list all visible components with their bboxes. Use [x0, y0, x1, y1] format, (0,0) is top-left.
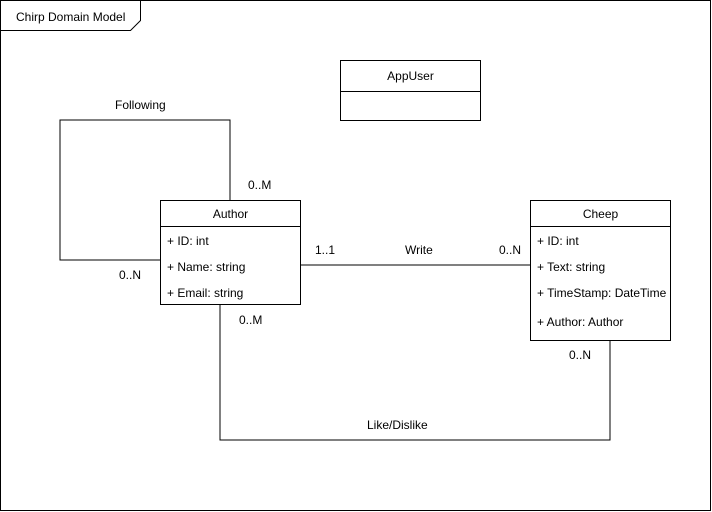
like-dislike-label: Like/Dislike: [367, 418, 428, 432]
author-class-name: Author: [161, 201, 300, 227]
appuser-class-name: AppUser: [341, 61, 480, 92]
write-multiplicity-cheep: 0..N: [499, 243, 522, 257]
cheep-attr-id: + ID: int: [537, 234, 579, 248]
frame-title: Chirp Domain Model: [16, 10, 126, 24]
cheep-attr-author: + Author: Author: [537, 315, 624, 329]
following-multiplicity-top: 0..M: [248, 178, 272, 192]
write-label: Write: [405, 243, 433, 257]
following-multiplicity-left: 0..N: [119, 268, 142, 282]
author-class-box[interactable]: Author + ID: int + Name: string + Email:…: [160, 200, 301, 305]
author-attr-id: + ID: int: [167, 234, 209, 248]
appuser-class-box[interactable]: AppUser: [340, 60, 481, 121]
like-multiplicity-cheep: 0..N: [569, 348, 592, 362]
author-attr-name: + Name: string: [167, 260, 246, 274]
like-multiplicity-author: 0..M: [239, 313, 263, 327]
author-attr-email: + Email: string: [167, 286, 244, 300]
write-multiplicity-author: 1..1: [315, 243, 336, 257]
following-label: Following: [115, 98, 166, 112]
like-dislike-association-line: [219, 304, 611, 441]
cheep-attr-timestamp: + TimeStamp: DateTime: [537, 286, 667, 300]
following-association-line: [59, 119, 231, 261]
cheep-class-name: Cheep: [531, 201, 670, 227]
cheep-class-box[interactable]: Cheep + ID: int + Text: string + TimeSta…: [530, 200, 671, 341]
cheep-attr-text: + Text: string: [537, 260, 606, 274]
frame-title-tab: [0, 0, 141, 31]
